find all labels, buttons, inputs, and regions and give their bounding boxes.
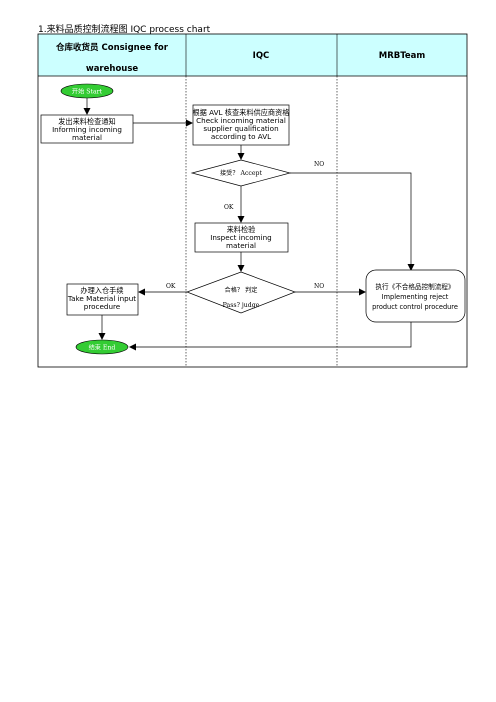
swimlane-frame <box>37 33 468 368</box>
end-label: 结束 End <box>89 344 116 352</box>
lane-header-iqc: IQC <box>253 51 270 61</box>
inspect-label-en-2: material <box>226 241 256 250</box>
inspect-label-en-1: Inspect incoming <box>210 233 271 242</box>
inspect-process-box <box>194 222 289 253</box>
end-terminal <box>75 339 129 355</box>
edge-accept-no <box>290 172 415 271</box>
check-label-en-1: Check incoming material <box>196 116 286 125</box>
pass-ok-label: OK <box>166 283 176 290</box>
lane-header-consignee: 仓库收货员 Consignee for <box>55 42 169 53</box>
reject-label-en-1: Implementing reject <box>382 293 449 301</box>
accept-label: 接受？ Accept <box>220 169 263 177</box>
reject-label-cn: 执行《不合格品控制流程》 <box>375 282 454 291</box>
accept-ok-label: OK <box>224 204 234 211</box>
pass-label-en: Pass? judge <box>223 302 260 309</box>
store-label-en-1: Take Material input <box>67 294 136 303</box>
inform-label-cn: 发出来料检查通知 <box>58 117 116 126</box>
inform-process-box <box>40 114 134 144</box>
reject-label-en-2: product control procedure <box>372 303 458 311</box>
store-label-cn: 办理入仓手续 <box>80 286 123 295</box>
store-label-en-2: procedure <box>84 302 121 311</box>
inspect-label-cn: 来料检验 <box>227 225 256 234</box>
store-process-box <box>66 283 139 316</box>
check-label-cn: 根据 AVL 核查来料供应商资格 <box>192 108 290 117</box>
check-label-en-2: supplier qualification <box>203 124 278 133</box>
document-title: 1.来料品质控制流程图 IQC process chart <box>38 25 211 35</box>
pass-decision-diamond <box>186 271 296 314</box>
check-label-en-3: according to AVL <box>211 132 271 141</box>
edge-reject-end <box>129 322 412 351</box>
lane-header-consignee-line2: warehouse <box>86 64 139 74</box>
pass-no-label: NO <box>314 283 324 290</box>
inform-label-en-2: material <box>72 133 102 142</box>
accept-no-label: NO <box>314 161 324 168</box>
pass-label-cn: 合格？ 判定 <box>225 286 258 294</box>
check-avl-process-box <box>192 104 290 146</box>
lane-header-background <box>38 34 467 76</box>
lane-header-mrb: MRBTeam <box>379 51 426 61</box>
start-label: 开始 Start <box>72 88 103 96</box>
reject-procedure-box <box>365 269 466 323</box>
inform-label-en-1: Informing incoming <box>52 125 122 134</box>
